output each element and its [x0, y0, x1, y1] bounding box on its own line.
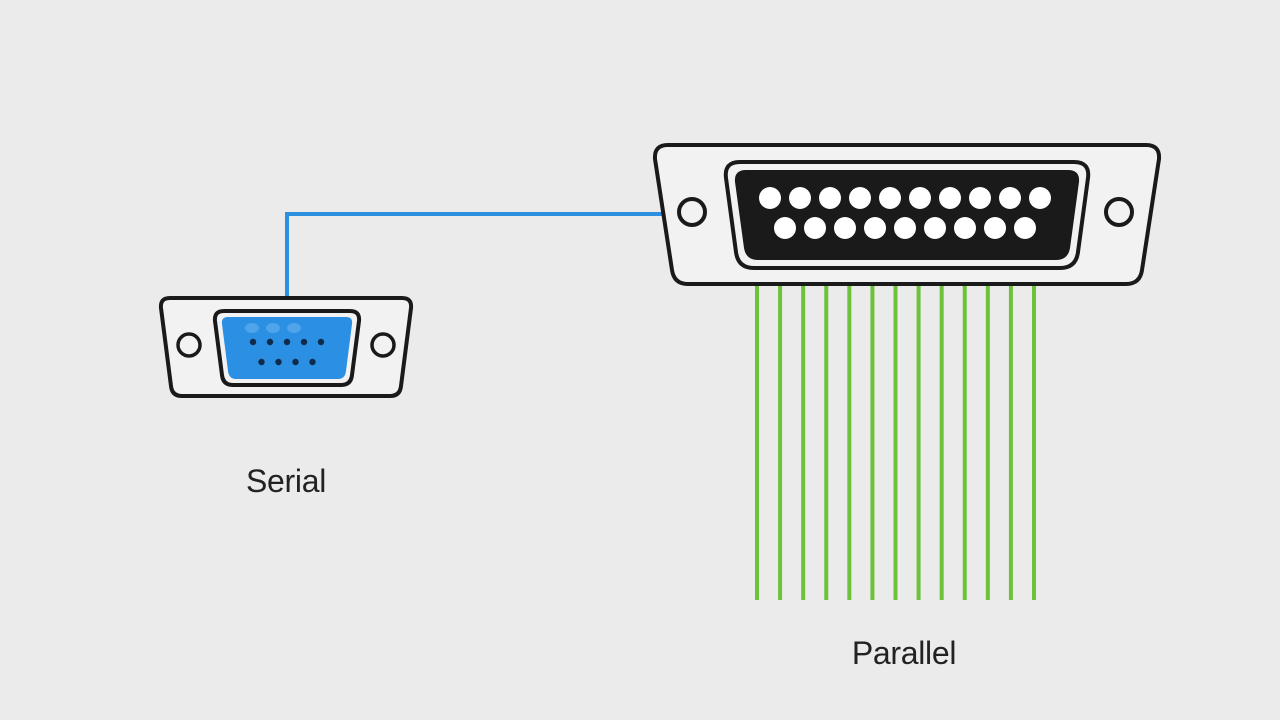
serial-pin	[309, 358, 316, 366]
serial-wire	[285, 212, 662, 296]
serial-pin	[317, 338, 325, 346]
parallel-label: Parallel	[851, 635, 957, 671]
parallel-connector-face	[734, 170, 1080, 260]
parallel-pin	[774, 217, 796, 239]
parallel-pin	[849, 187, 871, 209]
serial-connector-face	[221, 317, 353, 379]
parallel-pin	[819, 187, 841, 209]
parallel-pin	[759, 187, 781, 209]
parallel-pin	[864, 217, 886, 239]
parallel-screw-hole-right	[1104, 197, 1134, 227]
serial-pin	[258, 358, 265, 366]
parallel-pin	[1029, 187, 1051, 209]
serial-face-highlight	[245, 323, 259, 333]
parallel-pin	[984, 217, 1006, 239]
serial-pin	[300, 338, 308, 346]
serial-connector	[158, 296, 414, 398]
parallel-pin	[999, 187, 1021, 209]
parallel-pin	[939, 187, 961, 209]
parallel-pin	[909, 187, 931, 209]
parallel-pin	[894, 217, 916, 239]
serial-pin	[249, 338, 257, 346]
parallel-pin	[1014, 217, 1036, 239]
parallel-pin	[789, 187, 811, 209]
parallel-pin	[924, 217, 946, 239]
parallel-pin	[969, 187, 991, 209]
parallel-pin	[834, 217, 856, 239]
parallel-connector-face-outline	[723, 160, 1091, 270]
parallel-wires	[755, 286, 1036, 600]
parallel-connector	[652, 143, 1162, 286]
serial-pins	[245, 323, 325, 366]
serial-face-highlight	[266, 323, 280, 333]
serial-label: Serial	[245, 463, 327, 499]
parallel-pin	[954, 217, 976, 239]
parallel-screw-hole-left	[677, 197, 707, 227]
serial-pin	[266, 338, 274, 346]
serial-face-highlight	[287, 323, 301, 333]
parallel-pins	[759, 187, 1051, 239]
parallel-pin	[804, 217, 826, 239]
parallel-pin	[879, 187, 901, 209]
serial-screw-hole-left	[176, 332, 202, 358]
serial-pin	[283, 338, 291, 346]
serial-pin	[275, 358, 282, 366]
serial-connector-face-outline	[212, 309, 362, 387]
serial-screw-hole-right	[370, 332, 396, 358]
serial-pin	[292, 358, 299, 366]
